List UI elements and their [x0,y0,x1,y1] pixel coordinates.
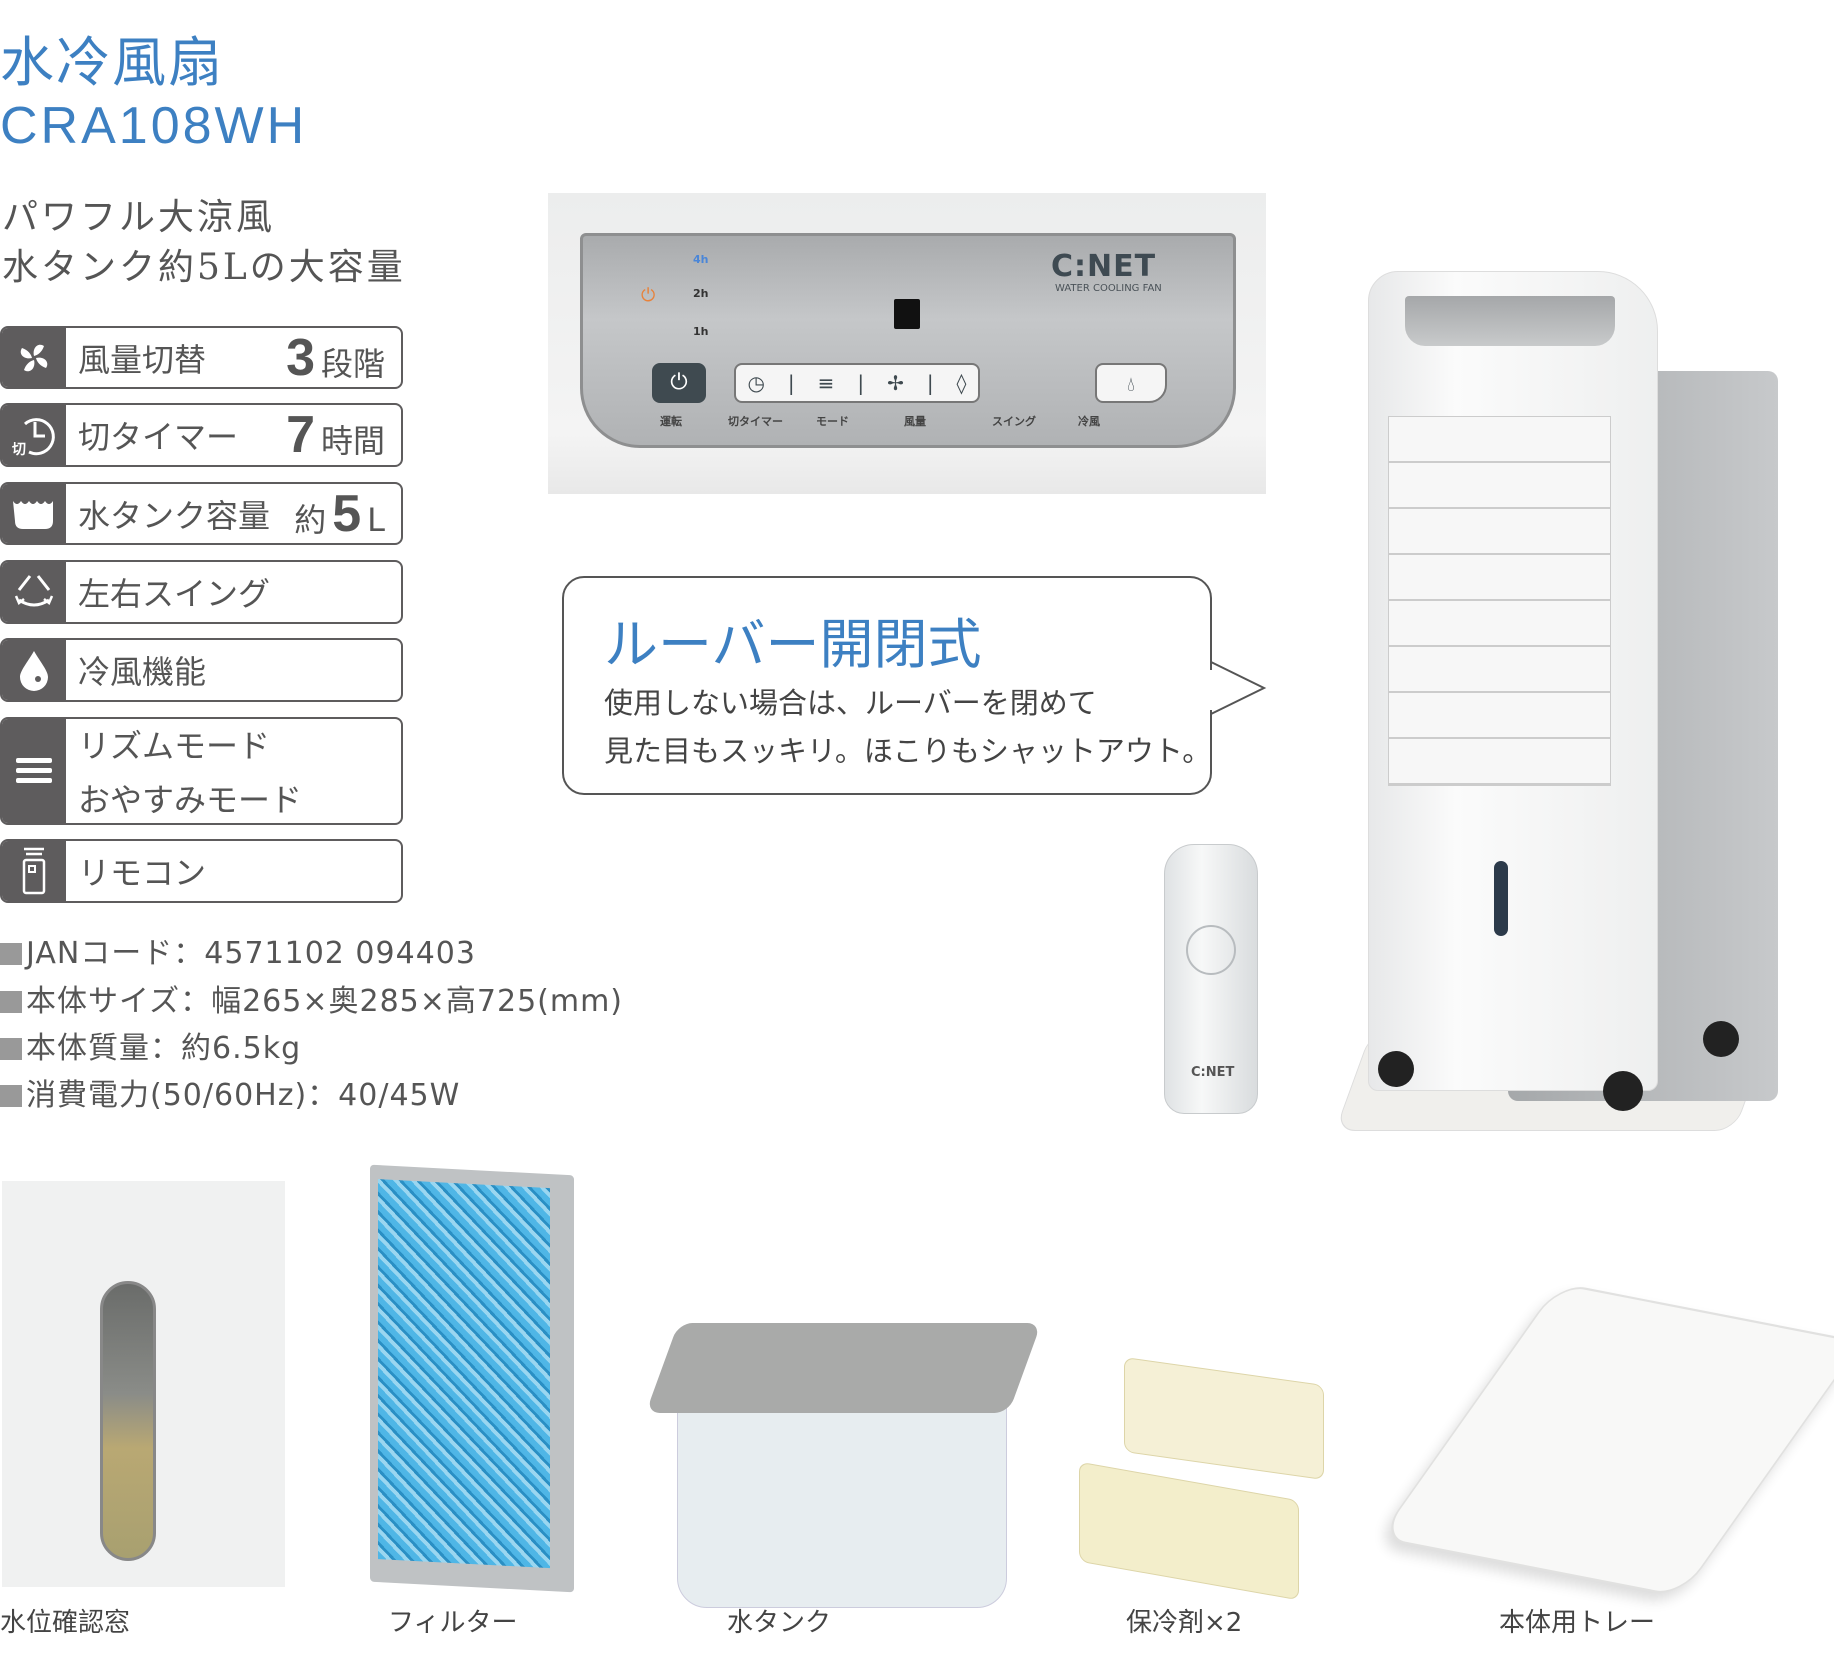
remote-brand: C:NET [1191,1065,1235,1080]
feature-label-2: おやすみモード [78,781,303,819]
power-led-icon: ⏻ [641,285,656,306]
model-number: CRA108WH [0,97,308,155]
callout-tail [1210,661,1267,715]
ice-packs-photo [1079,1356,1356,1601]
spec-size: 本体サイズ：幅265×奥285×高725(mm) [0,976,623,1020]
spec-jan: JANコード：4571102 094403 [0,928,476,972]
feature-unit: 時間 [320,422,385,460]
brand-logo: C:NET [1051,249,1157,284]
feature-value: 3 [286,328,315,387]
tray-photo [1377,1282,1834,1598]
control-panel-photo: C:NET WATER COOLING FAN 4h 2h 1h ⏻ ⏻ ◷|≡… [548,193,1266,494]
feature-label: 左右スイング [78,575,271,613]
tagline-1: パワフル大涼風 [2,197,276,238]
button-labels: 運転切タイマーモード風量スイング冷風 [660,415,1100,428]
remote-photo: C:NET [1164,844,1258,1114]
water-tank-icon [2,484,66,543]
cooling-button[interactable]: 💧︎ [1095,363,1167,403]
menu-icon [2,719,66,823]
svg-text:切: 切 [12,442,26,458]
caption-water-tank: 水タンク [727,1608,832,1638]
feature-label: リモコン [78,854,207,892]
timer-led-4h: 4h [693,253,709,266]
caption-filter: フィルター [388,1608,518,1638]
brand-subtitle: WATER COOLING FAN [1055,283,1162,294]
feature-modes: リズムモードおやすみモード [0,717,403,825]
caption-water-window: 水位確認窓 [0,1608,131,1638]
swing-icon [2,562,66,622]
remote-icon [2,841,66,901]
callout-title: ルーバー開閉式 [604,613,982,676]
fan-speed-button-icon[interactable]: ✢ [887,371,904,395]
water-drop-icon [2,640,66,700]
button-strip: ◷|≡|✢|◊ [734,363,980,403]
filter-photo [370,1164,574,1593]
feature-label: 冷風機能 [78,653,207,691]
feature-label: リズムモード [78,727,271,765]
timer-led-2h: 2h [693,287,709,300]
mode-button-icon[interactable]: ≡ [817,371,835,395]
feature-label: 水タンク容量 [78,496,271,535]
water-tank-photo [645,1303,1042,1610]
feature-remote: リモコン [0,839,403,903]
feature-value: 7 [286,406,315,464]
fan-unit-photo [1323,261,1787,1138]
feature-swing: 左右スイング [0,560,403,624]
feature-cooling: 冷風機能 [0,638,403,702]
feature-label: 切タイマー [78,418,239,456]
feature-value: 5 [332,484,362,543]
power-button[interactable]: ⏻ [652,363,706,403]
timer-led-1h: 1h [693,325,709,338]
callout-line-1: 使用しない場合は、ルーバーを閉めて [604,686,1097,720]
fan-icon [2,328,66,387]
callout-line-2: 見た目もスッキリ。ほこりもシャットアウト。 [604,734,1212,768]
feature-unit: L [367,500,385,539]
swing-button-icon[interactable]: ◊ [956,371,967,395]
product-title: 水冷風扇 [0,31,224,94]
tagline-2: 水タンク約5Lの大容量 [2,247,406,288]
spec-weight: 本体質量：約6.5kg [0,1023,301,1067]
feature-prefix: 約 [294,500,327,539]
louver-callout: ルーバー開閉式 使用しない場合は、ルーバーを閉めて 見た目もスッキリ。ほこりもシ… [562,576,1212,795]
caption-ice-packs: 保冷剤×2 [1126,1608,1243,1638]
display [894,299,920,329]
timer-button-icon[interactable]: ◷ [747,371,765,395]
off-timer-icon: 切 [2,405,66,465]
water-level-window-photo [2,1181,285,1587]
spec-power: 消費電力(50/60Hz)：40/45W [0,1070,460,1114]
caption-tray: 本体用トレー [1499,1608,1656,1638]
feature-unit: 段階 [320,344,385,383]
feature-label: 風量切替 [78,340,207,379]
